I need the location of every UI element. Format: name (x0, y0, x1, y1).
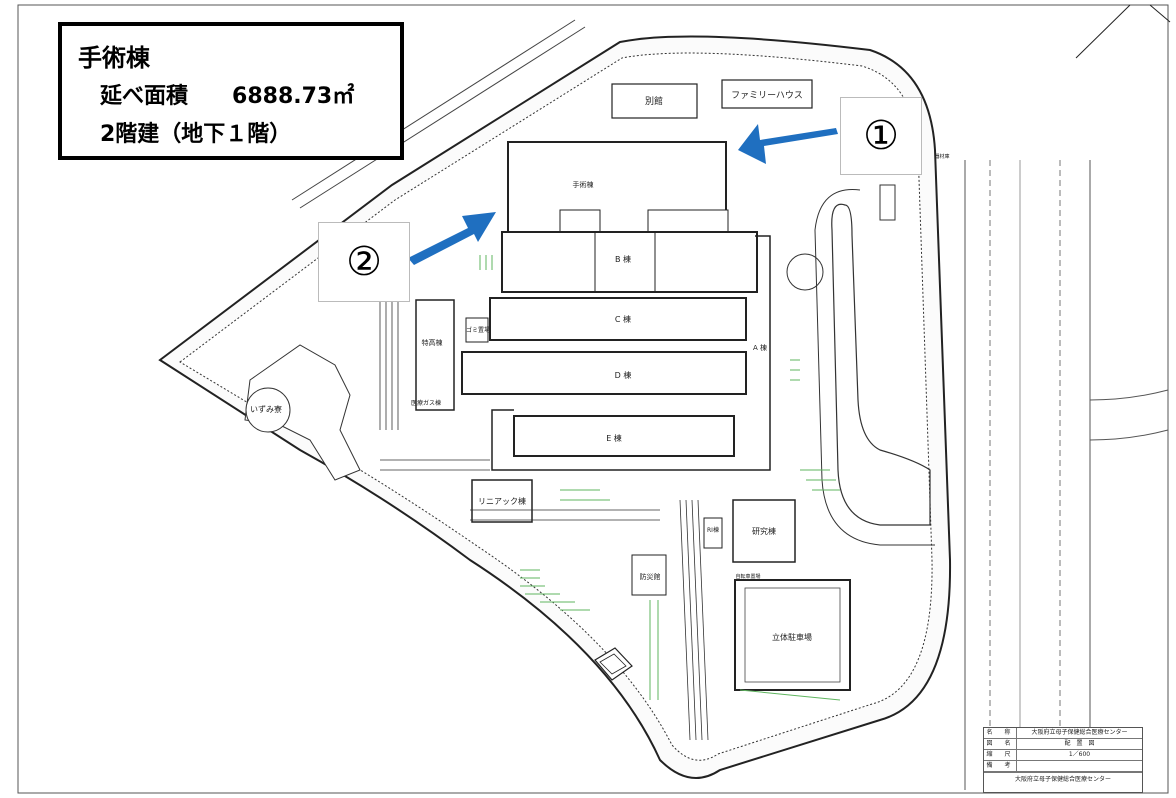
label-izumi: いずみ寮 (250, 404, 282, 414)
research-building (732, 499, 796, 563)
tb-footer: 大阪府立母子保健総合医療センター (984, 772, 1142, 787)
label-d-wing: D 棟 (615, 370, 632, 380)
tb-drawing-key: 図 名 (984, 739, 1017, 749)
label-special: 特高棟 (422, 338, 443, 347)
label-parking: 立体駐車場 (772, 632, 812, 642)
a-wing-outline (491, 235, 771, 471)
label-ri: RI棟 (707, 526, 719, 534)
arrow-entrance-1 (738, 124, 838, 164)
label-a-wing: A 棟 (753, 343, 767, 352)
parking-building (734, 579, 851, 691)
info-area-value: 6888.73㎡ (232, 84, 355, 109)
tb-remarks-value (1017, 761, 1142, 771)
building-info-box: 手術棟 延べ面積 6888.73㎡ 2階建（地下１階） (58, 22, 404, 160)
title-block-remarks-row: 備 考 (984, 761, 1142, 772)
d-wing-building (461, 351, 747, 395)
tb-drawing-value: 配 置 図 (1064, 740, 1095, 747)
label-family-house: ファミリーハウス (731, 90, 803, 101)
label-garbage: ゴミ置場 (466, 326, 490, 334)
ri-building (703, 517, 723, 549)
tb-name-key: 名 称 (984, 728, 1017, 738)
tb-name-value: 大阪府立母子保健総合医療センター (1031, 729, 1128, 736)
info-building-name: 手術棟 (78, 44, 150, 72)
e-wing-building (513, 415, 735, 457)
family-house-building (721, 79, 813, 109)
loop-road (831, 203, 931, 526)
linac-building (471, 479, 533, 523)
label-gas: 医療ガス棟 (411, 399, 441, 407)
b-wing-building (501, 231, 758, 293)
label-annex: 別館 (645, 95, 663, 107)
label-e-wing: E 棟 (606, 433, 622, 443)
title-block: 名 称 大阪府立母子保健総合医療センター 図 名 配 置 図 縮 尺 1／600… (983, 727, 1143, 793)
info-area: 延べ面積 6888.73㎡ (100, 78, 354, 110)
annex-building (611, 83, 698, 119)
arrow-entrance-2 (408, 212, 496, 265)
info-floors: 2階建（地下１階） (100, 122, 292, 147)
label-bicycle: 自転車置場 (735, 573, 760, 580)
disaster-building (631, 554, 667, 596)
tb-scale-key: 縮 尺 (984, 750, 1017, 760)
label-linac: リニアック棟 (478, 496, 526, 506)
label-b-wing: B 棟 (615, 254, 631, 264)
title-block-scale-row: 縮 尺 1／600 (984, 750, 1142, 761)
title-block-name-row: 名 称 大阪府立母子保健総合医療センター (984, 728, 1142, 739)
tb-remarks-key: 備 考 (984, 761, 1017, 771)
special-building (415, 299, 455, 411)
tb-scale-value: 1／600 (1068, 751, 1091, 758)
entrance-marker-1: ① (840, 97, 922, 175)
label-surgery: 手術棟 (573, 180, 594, 189)
title-block-drawing-row: 図 名 配 置 図 (984, 739, 1142, 750)
label-c-wing: C 棟 (615, 314, 631, 324)
info-area-label: 延べ面積 (100, 84, 189, 109)
label-research: 研究棟 (752, 526, 776, 536)
label-parts-store: 器材庫 (934, 153, 949, 160)
entrance-marker-2: ② (318, 222, 410, 302)
label-disaster: 防災館 (640, 572, 661, 581)
c-wing-building (489, 297, 747, 341)
